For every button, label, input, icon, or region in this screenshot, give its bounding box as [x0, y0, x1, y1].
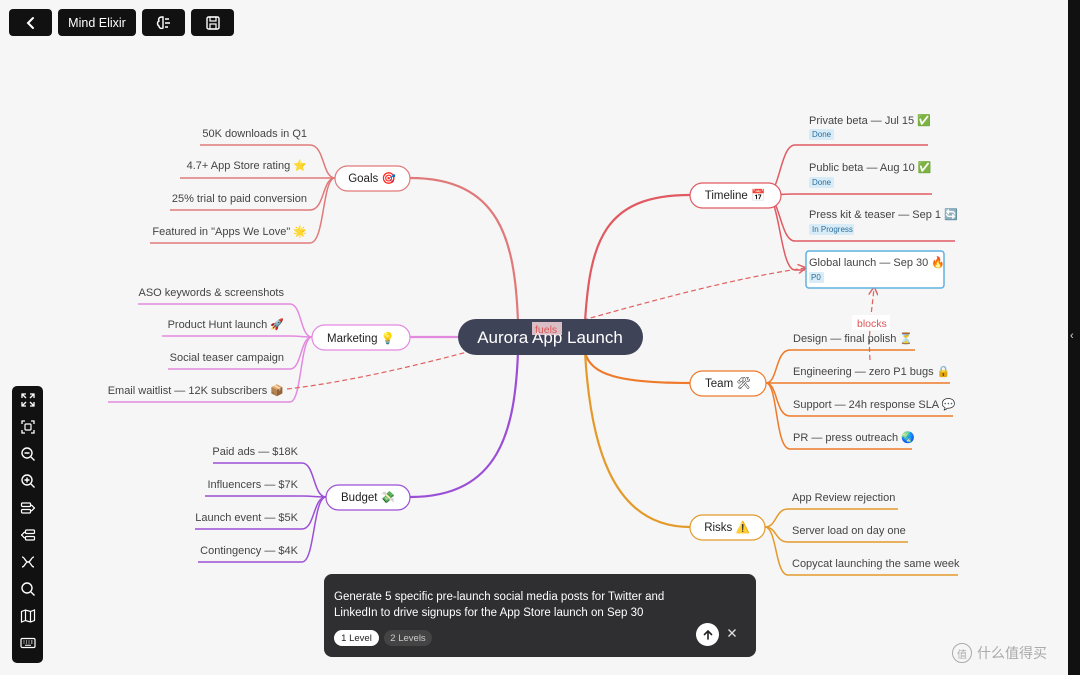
focus-center-button[interactable]	[12, 413, 43, 440]
close-prompt-button[interactable]	[727, 626, 737, 641]
watermark-text: 什么值得买	[977, 645, 1047, 661]
branch-marketing-label: Marketing 💡	[327, 331, 395, 345]
blocks-label: blocks	[857, 318, 887, 330]
timeline-leaf[interactable]: Private beta — Jul 15 ✅	[809, 114, 931, 127]
branch-timeline[interactable]: Timeline 📅	[689, 182, 782, 209]
marketing-leaf[interactable]: ASO keywords & screenshots	[138, 287, 284, 299]
floppy-disk-icon	[205, 15, 220, 30]
budget-leaf[interactable]: Launch event — $5K	[195, 512, 298, 524]
marketing-leaf[interactable]: Social teaser campaign	[170, 352, 284, 364]
branch-timeline-label: Timeline 📅	[705, 188, 766, 202]
level-1-chip[interactable]: 1 Level	[334, 630, 379, 646]
goals-leaf[interactable]: 50K downloads in Q1	[202, 128, 307, 140]
minimap-button[interactable]	[12, 602, 43, 629]
risks-branch-line	[583, 351, 691, 529]
branch-team-label: Team 🛠	[705, 377, 751, 390]
budget-leaf[interactable]: Paid ads — $18K	[212, 446, 298, 458]
send-button[interactable]	[696, 623, 719, 646]
branch-budget[interactable]: Budget 💸	[325, 484, 411, 511]
status-badge: Done	[812, 130, 832, 139]
root-label: Aurora App Launch	[477, 328, 623, 347]
goals-branch-line	[409, 176, 520, 323]
branch-risks-label: Risks ⚠️	[704, 520, 750, 534]
map-icon	[20, 608, 35, 623]
branch-team[interactable]: Team 🛠	[689, 370, 767, 397]
timeline-leaf[interactable]: Press kit & teaser — Sep 1 🔄	[809, 208, 958, 221]
team-leaf[interactable]: Support — 24h response SLA 💬	[793, 398, 956, 411]
level-2-chip[interactable]: 2 Levels	[384, 630, 432, 646]
chevron-left-icon: ‹	[1070, 330, 1074, 342]
status-badge: In Progress	[812, 225, 853, 234]
keyboard-shortcuts-button[interactable]	[12, 629, 43, 656]
fullscreen-button[interactable]	[12, 386, 43, 413]
timeline-branch-line	[583, 193, 691, 323]
timeline-leaf[interactable]: Public beta — Aug 10 ✅	[809, 161, 932, 174]
arrow-up-icon	[703, 629, 712, 640]
keyboard-icon	[19, 637, 36, 648]
save-button[interactable]	[191, 9, 234, 36]
zoom-out-button[interactable]	[12, 440, 43, 467]
layout-both-icon	[21, 555, 34, 568]
brain-icon	[156, 15, 170, 29]
branch-goals[interactable]: Goals 🎯	[334, 165, 411, 192]
fuels-label-overlay: fuels	[535, 324, 557, 336]
goals-leaf[interactable]: 4.7+ App Store rating ⭐	[187, 159, 308, 172]
team-leaf[interactable]: PR — press outreach 🌏	[793, 431, 915, 444]
blocks-relation-arrow[interactable]	[869, 288, 874, 361]
left-toolbar	[12, 386, 43, 663]
layout-left-icon	[20, 528, 35, 541]
search-icon	[20, 581, 35, 596]
team-branch-line	[583, 351, 691, 385]
budget-branch-line	[409, 351, 520, 499]
fullscreen-icon	[20, 392, 35, 407]
app-name-button[interactable]: Mind Elixir	[58, 9, 136, 36]
layout-right-icon	[20, 501, 35, 514]
back-button[interactable]	[9, 9, 52, 36]
timeline-leaf-selected[interactable]: Global launch — Sep 30 🔥 P0	[805, 250, 945, 289]
app-name-label: Mind Elixir	[68, 15, 126, 30]
layout-left-button[interactable]	[12, 521, 43, 548]
watermark-logo-icon: 值	[952, 643, 972, 663]
zoom-in-icon	[20, 473, 35, 488]
watermark: 值 什么值得买	[952, 643, 1047, 663]
timeline-leaf: Global launch — Sep 30 🔥	[809, 256, 945, 269]
branch-risks[interactable]: Risks ⚠️	[689, 514, 766, 541]
close-icon	[728, 629, 736, 637]
zoom-in-button[interactable]	[12, 467, 43, 494]
goals-leaf[interactable]: 25% trial to paid conversion	[172, 193, 307, 205]
ai-prompt-text[interactable]: Generate 5 specific pre-launch social me…	[334, 591, 665, 619]
right-side-panel-toggle[interactable]: ‹	[1068, 0, 1080, 675]
team-leaf[interactable]: Design — final polish ⏳	[793, 332, 913, 345]
chevron-left-icon	[26, 16, 34, 29]
team-leaf[interactable]: Engineering — zero P1 bugs 🔒	[793, 365, 950, 378]
zoom-out-icon	[20, 446, 35, 461]
branch-goals-label: Goals 🎯	[348, 171, 396, 185]
risks-leaf[interactable]: Server load on day one	[792, 525, 906, 537]
goals-leaf[interactable]: Featured in "Apps We Love" 🌟	[152, 225, 307, 238]
root-node[interactable]: Aurora App Launch	[458, 319, 643, 355]
budget-leaf[interactable]: Contingency — $4K	[200, 545, 298, 557]
ai-brain-button[interactable]	[142, 9, 185, 36]
priority-badge: P0	[811, 273, 821, 282]
layout-right-button[interactable]	[12, 494, 43, 521]
risks-leaf[interactable]: App Review rejection	[792, 492, 895, 504]
branch-budget-label: Budget 💸	[341, 490, 395, 504]
status-badge: Done	[812, 178, 832, 187]
marketing-leaf[interactable]: Email waitlist — 12K subscribers 📦	[108, 384, 284, 397]
focus-center-icon	[20, 419, 35, 434]
branch-marketing[interactable]: Marketing 💡	[311, 324, 411, 351]
budget-leaf[interactable]: Influencers — $7K	[208, 479, 299, 491]
ai-prompt-panel: Generate 5 specific pre-launch social me…	[324, 574, 756, 657]
layout-both-button[interactable]	[12, 548, 43, 575]
risks-leaf[interactable]: Copycat launching the same week	[792, 558, 960, 570]
marketing-leaf[interactable]: Product Hunt launch 🚀	[168, 318, 285, 331]
search-button[interactable]	[12, 575, 43, 602]
